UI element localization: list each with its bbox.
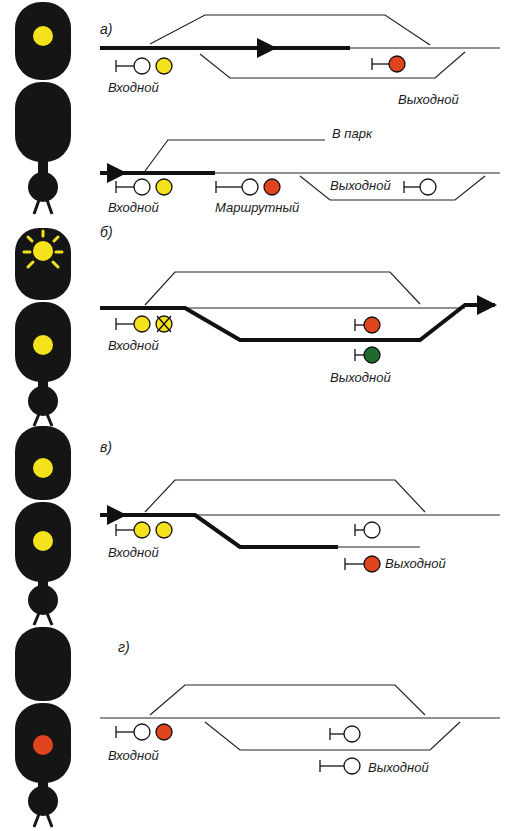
signal-name: Входной [108,545,159,560]
signal-head [15,627,71,827]
signal-head [15,426,71,625]
track-signal [116,56,436,774]
signal-name: Выходной [330,178,391,193]
signal-head [15,228,71,426]
signal-name: Выходной [368,760,429,775]
signal-name: В парк [332,126,372,141]
signal-name: Маршрутный [215,200,299,215]
signal-name: Входной [108,338,159,353]
signal-name: Выходной [385,556,446,571]
signal-name: Входной [108,748,159,763]
signal-name: Входной [108,80,159,95]
signal-head [15,2,71,214]
signal-name: Входной [108,200,159,215]
part-letter: в) [100,440,112,455]
signal-name: Выходной [398,92,459,107]
track-plan [100,15,500,750]
part-letter: г) [118,640,130,655]
part-letter: б) [100,225,113,240]
signal-name: Выходной [330,370,391,385]
part-letter: а) [100,22,112,37]
